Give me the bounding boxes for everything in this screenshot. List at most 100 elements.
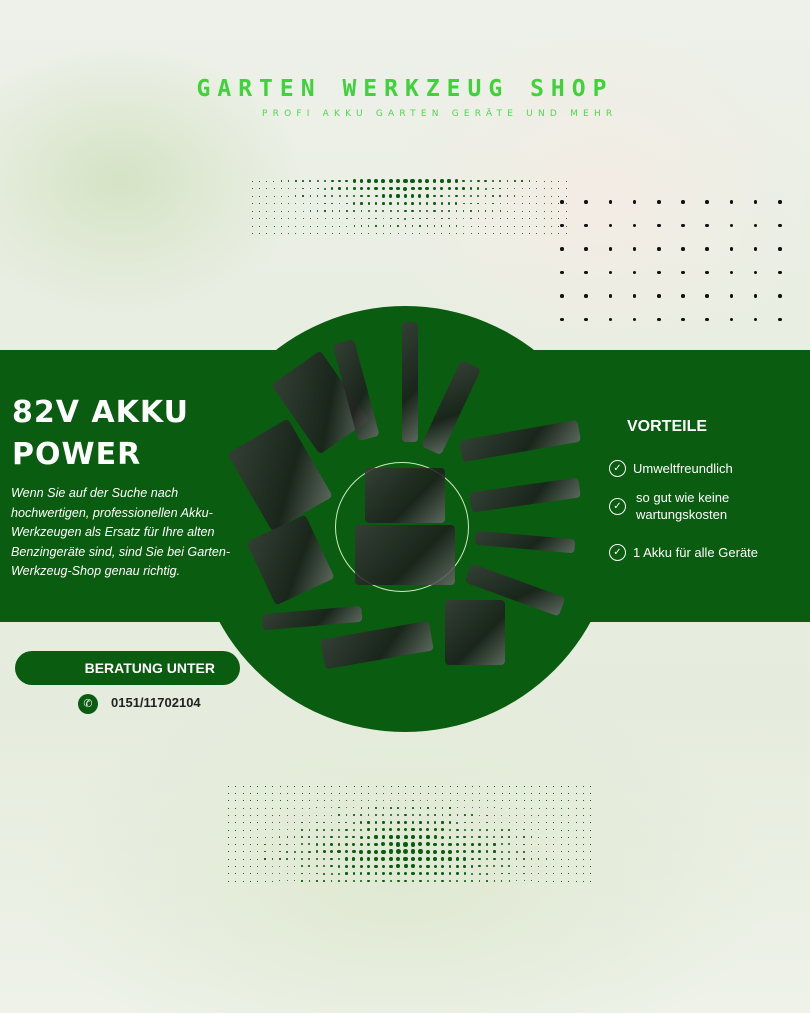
dot [426, 821, 429, 824]
dot [448, 225, 450, 227]
dot [560, 800, 562, 801]
dot [514, 210, 516, 212]
dot [553, 836, 554, 838]
dot [456, 233, 457, 234]
dot [316, 800, 318, 801]
dot [324, 210, 326, 212]
dot [471, 800, 473, 801]
dot [410, 194, 415, 198]
dot [330, 865, 333, 868]
dot [426, 217, 429, 220]
dot [345, 194, 348, 198]
dot [530, 865, 532, 867]
dot [463, 864, 467, 868]
dot [471, 821, 474, 824]
consultation-button[interactable]: BERATUNG UNTER [15, 651, 240, 685]
dot [302, 218, 304, 219]
dot [368, 217, 370, 220]
phone-number[interactable]: 0151/11702104 [111, 695, 201, 710]
dot [258, 218, 260, 219]
dot [227, 829, 229, 831]
dot [543, 218, 545, 219]
dot [410, 856, 416, 862]
dot [568, 866, 569, 867]
dot [558, 188, 559, 189]
dot [501, 821, 503, 824]
dot [478, 843, 481, 846]
dot [375, 209, 378, 212]
dot [302, 180, 304, 182]
dot [632, 223, 637, 228]
dot [464, 800, 466, 801]
dot [417, 178, 422, 184]
dot [324, 202, 326, 205]
dot [352, 864, 356, 868]
dot [582, 800, 584, 801]
dot [344, 857, 348, 861]
dot [582, 873, 584, 874]
dot [227, 800, 229, 801]
dot [381, 186, 386, 191]
dot [339, 233, 340, 234]
dot [251, 180, 253, 182]
dot [433, 835, 437, 839]
dot [681, 247, 685, 251]
dot [294, 785, 295, 787]
dot [494, 793, 495, 794]
dot [478, 880, 481, 882]
dot [360, 879, 363, 882]
dot [590, 785, 591, 787]
dot [560, 793, 562, 794]
dot [411, 814, 415, 817]
dot [345, 807, 347, 809]
dot [729, 223, 734, 228]
dot [463, 835, 467, 839]
dot [420, 793, 421, 794]
dot [257, 858, 259, 860]
dot [514, 195, 516, 197]
dot [514, 233, 516, 234]
dot [425, 186, 429, 191]
dot [477, 195, 480, 197]
dot [251, 218, 253, 219]
dot [455, 857, 459, 861]
dot [568, 807, 569, 809]
dot [778, 247, 782, 251]
dot [501, 880, 503, 882]
dot [273, 225, 275, 227]
dot [427, 793, 429, 794]
dot [657, 200, 661, 204]
dot [317, 210, 319, 212]
dot [753, 317, 758, 322]
dot [419, 800, 421, 802]
dot [271, 836, 273, 838]
dot [584, 200, 588, 204]
dot [309, 180, 312, 182]
dot [367, 210, 370, 212]
dot [324, 225, 326, 227]
dot [565, 195, 567, 197]
dot [323, 865, 326, 868]
dot [227, 851, 229, 852]
dot [500, 836, 503, 839]
dot [301, 858, 303, 860]
dot [477, 217, 479, 220]
dot [499, 225, 501, 227]
dot [493, 857, 496, 861]
dot [470, 217, 472, 220]
dot [681, 270, 685, 275]
dot [440, 202, 443, 205]
dot [477, 187, 480, 190]
dot [434, 879, 437, 883]
dot [568, 785, 569, 787]
dot [469, 187, 473, 190]
dot [257, 829, 258, 831]
dot [515, 836, 518, 838]
dot [492, 218, 494, 219]
dot [508, 807, 510, 809]
dot [499, 218, 501, 219]
dot [529, 210, 530, 212]
dot [366, 849, 371, 854]
dot [308, 872, 311, 875]
dot [506, 195, 509, 197]
